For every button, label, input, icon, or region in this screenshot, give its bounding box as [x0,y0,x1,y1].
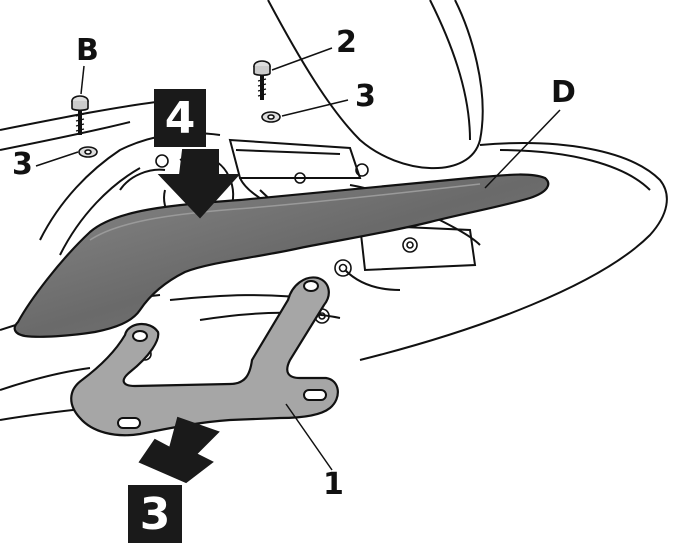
step-4-badge: 4 [154,89,206,147]
callout-screw-2: 2 [336,25,357,60]
leader-lines [35,47,561,471]
callout-screw-b: B [76,33,99,68]
bracket-part [70,276,339,437]
grab-rail-highlight [89,183,481,241]
screw-2-part [253,60,281,123]
callout-grab-rail-d: D [551,75,576,110]
bracket-holes [117,280,327,429]
callout-bracket-1: 1 [323,467,344,502]
callout-washer-3-left: 3 [12,147,33,182]
screw-b-part [71,95,98,158]
callout-washer-3-right: 3 [355,79,376,114]
arrow-down-icon [157,149,241,219]
arrow-up-icon [138,416,220,484]
step-3-badge: 3 [128,485,182,543]
